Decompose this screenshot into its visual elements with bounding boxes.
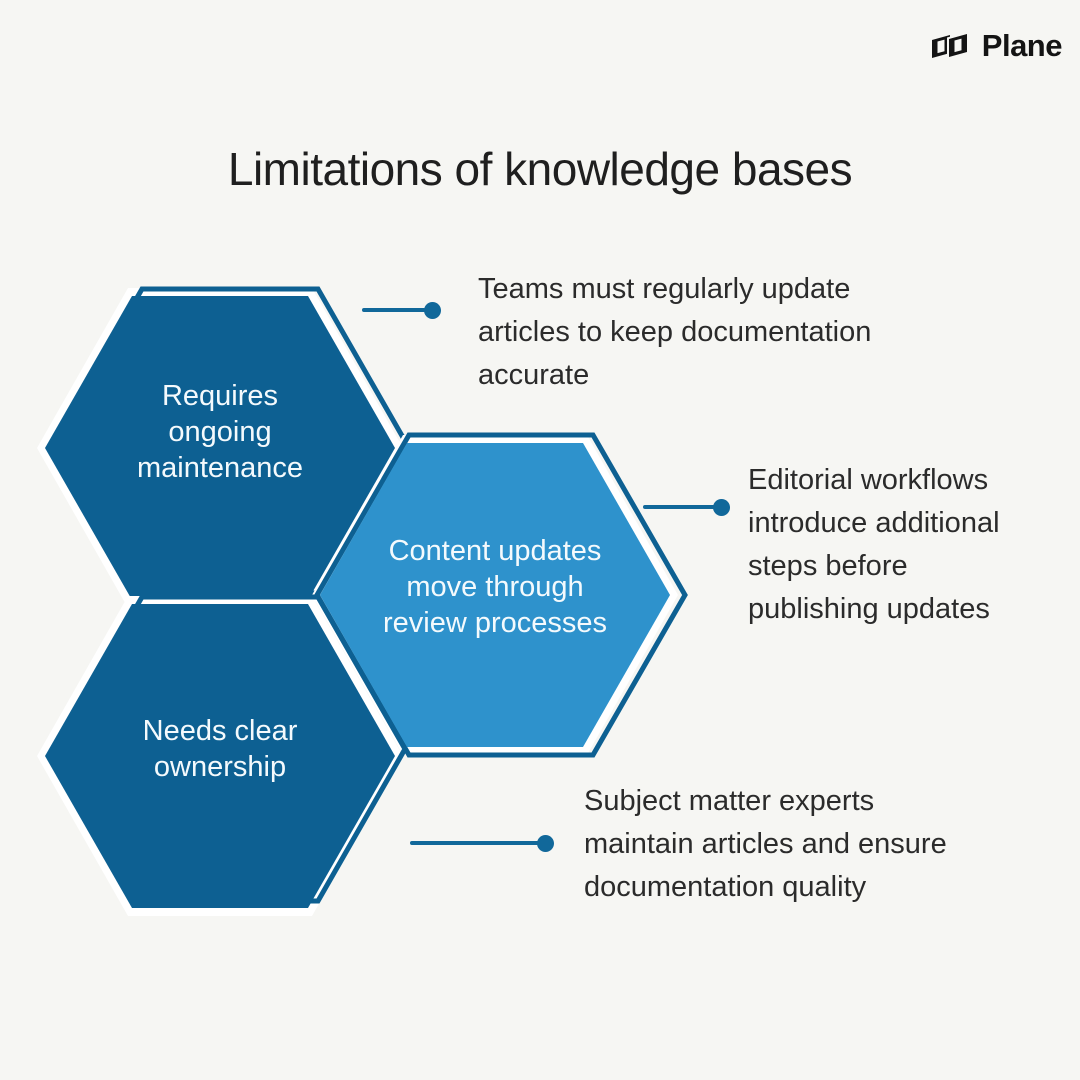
hexagon-requires-ongoing-maintenance: Requires ongoing maintenance xyxy=(30,281,420,616)
hexagon-label: Content updates move through review proc… xyxy=(382,535,608,639)
page-title: Limitations of knowledge bases xyxy=(227,143,853,195)
connector-dot xyxy=(537,835,554,852)
annotation-requires-maintenance: Teams must regularly update articles to … xyxy=(478,273,872,391)
plane-logo-icon xyxy=(931,31,969,61)
connector-line xyxy=(410,841,540,845)
hexagon-fill xyxy=(320,443,670,747)
hexagon-shape-svg xyxy=(37,594,408,916)
brand-name: Plane xyxy=(981,28,1063,63)
hexagon-needs-clear-ownership: Needs clear ownership xyxy=(30,589,420,924)
hexagon-fill xyxy=(45,296,395,600)
hexagon-shape-svg xyxy=(37,286,408,608)
hexagon-content-updates-review: Content updates move through review proc… xyxy=(305,428,695,763)
connector-line xyxy=(643,505,717,509)
annotation-editorial-workflows: Editorial workflows introduce additional… xyxy=(748,464,1000,625)
hexagon-label: Requires ongoing maintenance xyxy=(136,380,304,484)
hexagon-fill xyxy=(45,604,395,908)
connector-dot xyxy=(713,499,730,516)
brand-logo: Plane xyxy=(929,27,1063,65)
connector-dot xyxy=(424,302,441,319)
connector-line xyxy=(362,308,426,312)
hexagon-label: Needs clear ownership xyxy=(142,715,298,783)
annotation-subject-matter-experts: Subject matter experts maintain articles… xyxy=(584,785,947,903)
hexagon-outline xyxy=(314,432,688,758)
hexagon-shape-svg xyxy=(312,432,688,758)
